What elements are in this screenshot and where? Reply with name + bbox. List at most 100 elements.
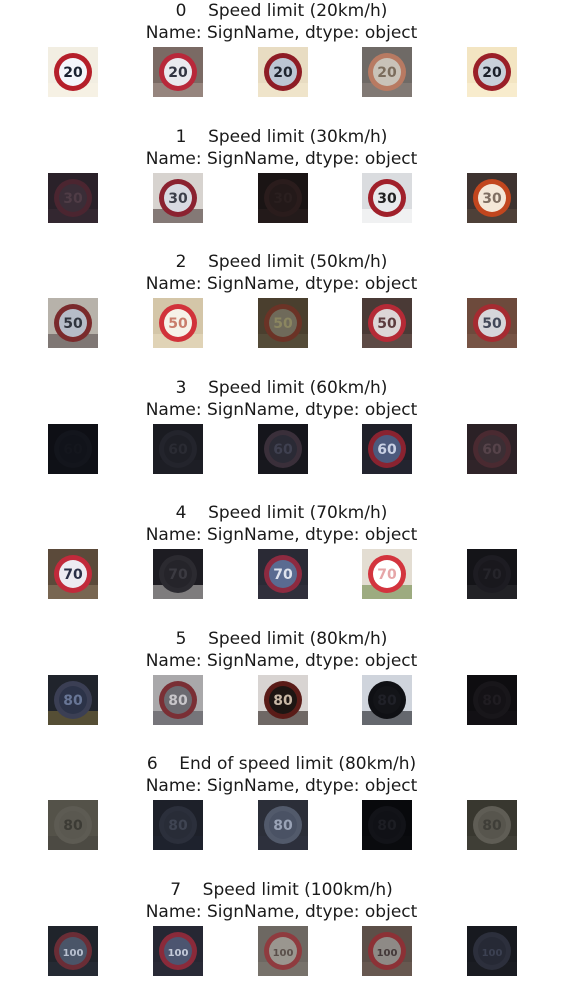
class-series-meta: Name: SignName, dtype: object [145,399,418,420]
class-series-meta: Name: SignName, dtype: object [145,148,418,169]
speed-limit-sign-icon: 80 [362,674,412,725]
sign-class-group: 2 Speed limit (50km/h)Name: SignName, dt… [0,251,587,371]
class-index: 2 [175,252,187,272]
speed-number: 30 [168,191,188,207]
speed-number: 80 [273,693,293,709]
sign-thumbnail: 20 [48,47,98,97]
class-title: 6 End of speed limit (80km/h) [0,753,563,775]
class-sign-name: End of speed limit (80km/h) [179,754,417,774]
speed-number: 80 [63,818,83,834]
speed-number: 20 [482,65,502,81]
speed-limit-sign-icon: 50 [362,298,412,348]
class-title: 4 Speed limit (70km/h) [0,502,563,524]
class-sign-name: Speed limit (60km/h) [208,377,388,398]
speed-number: 60 [273,442,293,458]
speed-limit-sign-icon: 30 [258,172,308,223]
speed-number: 30 [63,191,83,207]
speed-limit-sign-icon: 20 [258,47,308,97]
sign-class-group: 0 Speed limit (20km/h)Name: SignName, dt… [0,0,587,120]
class-index: 6 [146,754,158,774]
class-index: 0 [175,1,187,21]
class-title: 5 Speed limit (80km/h) [0,628,563,650]
sign-thumbnail: 80 [48,800,98,850]
sign-thumbnail: 60 [153,423,203,474]
sign-thumbnail: 100 [153,925,203,976]
speed-number: 50 [482,316,502,332]
sign-thumbnail: 70 [48,549,98,599]
sign-class-group: 5 Speed limit (80km/h)Name: SignName, dt… [0,628,587,748]
class-index: 7 [170,879,182,900]
speed-number: 70 [273,567,293,583]
sign-thumbnail: 70 [467,549,517,599]
speed-number: 70 [168,567,188,583]
speed-limit-sign-icon: 80 [258,800,308,850]
speed-limit-sign-icon: 80 [467,800,517,850]
sign-thumbnail: 20 [153,47,203,97]
speed-limit-sign-icon: 50 [258,298,308,348]
speed-limit-sign-icon: 60 [153,423,203,474]
speed-limit-sign-icon: 50 [48,298,98,348]
sign-thumbnail: 50 [153,298,203,348]
sign-thumbnail: 30 [258,172,308,223]
speed-number: 50 [168,316,188,332]
sign-class-group: 3 Speed limit (60km/h)Name: SignName, dt… [0,377,587,497]
speed-number: 100 [377,948,398,959]
speed-number: 80 [273,818,293,834]
speed-limit-sign-icon: 60 [362,423,412,474]
sign-thumbnail: 60 [362,423,412,474]
speed-limit-sign-icon: 80 [153,674,203,725]
sign-thumbnail: 50 [48,298,98,348]
speed-number: 80 [168,818,188,834]
speed-limit-sign-icon: 60 [48,423,98,474]
sign-thumbnail: 60 [48,423,98,474]
speed-limit-sign-icon: 80 [48,674,98,725]
speed-limit-sign-icon: 80 [153,800,203,850]
sign-thumbnail: 30 [153,172,203,223]
speed-number: 60 [168,442,188,458]
speed-limit-sign-icon: 70 [153,549,203,599]
speed-limit-sign-icon: 20 [467,47,517,97]
speed-limit-sign-icon: 100 [153,925,203,976]
speed-limit-sign-icon: 70 [48,549,98,599]
class-index: 5 [175,628,187,649]
sign-thumbnail: 80 [467,800,517,850]
speed-number: 30 [377,191,397,207]
speed-number: 80 [482,818,502,834]
speed-number: 100 [168,948,189,959]
speed-number: 80 [63,693,83,709]
speed-limit-sign-icon: 70 [467,549,517,599]
sign-class-group: 7 Speed limit (100km/h)Name: SignName, d… [0,879,587,999]
class-sign-name: Speed limit (50km/h) [208,252,388,272]
sign-thumbnail: 70 [362,549,412,599]
speed-limit-sign-icon: 50 [467,298,517,348]
speed-limit-sign-icon: 20 [153,47,203,97]
sign-thumbnail: 30 [48,172,98,223]
speed-number: 50 [377,316,397,332]
class-title: 3 Speed limit (60km/h) [0,377,563,399]
speed-number: 100 [63,948,84,959]
sign-thumbnail: 80 [153,674,203,725]
sign-thumbnail: 30 [362,172,412,223]
sign-thumbnail: 50 [467,298,517,348]
class-series-meta: Name: SignName, dtype: object [145,525,418,545]
sign-thumbnail: 60 [258,423,308,474]
sign-thumbnail: 70 [258,549,308,599]
speed-limit-sign-icon: 100 [362,925,412,976]
speed-limit-sign-icon: 30 [467,172,517,223]
class-sign-name: Speed limit (20km/h) [208,1,388,21]
speed-limit-sign-icon: 80 [48,800,98,850]
speed-limit-sign-icon: 70 [258,549,308,599]
sign-thumbnail: 80 [48,674,98,725]
speed-limit-sign-icon: 60 [467,423,517,474]
speed-number: 30 [273,191,293,207]
speed-number: 20 [63,65,83,81]
speed-number: 100 [482,948,503,959]
class-series-meta: Name: SignName, dtype: object [145,776,418,796]
sign-thumbnail: 100 [258,925,308,976]
speed-number: 60 [377,442,397,458]
sign-class-group: 1 Speed limit (30km/h)Name: SignName, dt… [0,126,587,246]
speed-limit-sign-icon: 30 [48,172,98,223]
sign-thumbnail: 30 [467,172,517,223]
speed-limit-sign-icon: 80 [467,674,517,725]
speed-limit-sign-icon: 30 [153,172,203,223]
